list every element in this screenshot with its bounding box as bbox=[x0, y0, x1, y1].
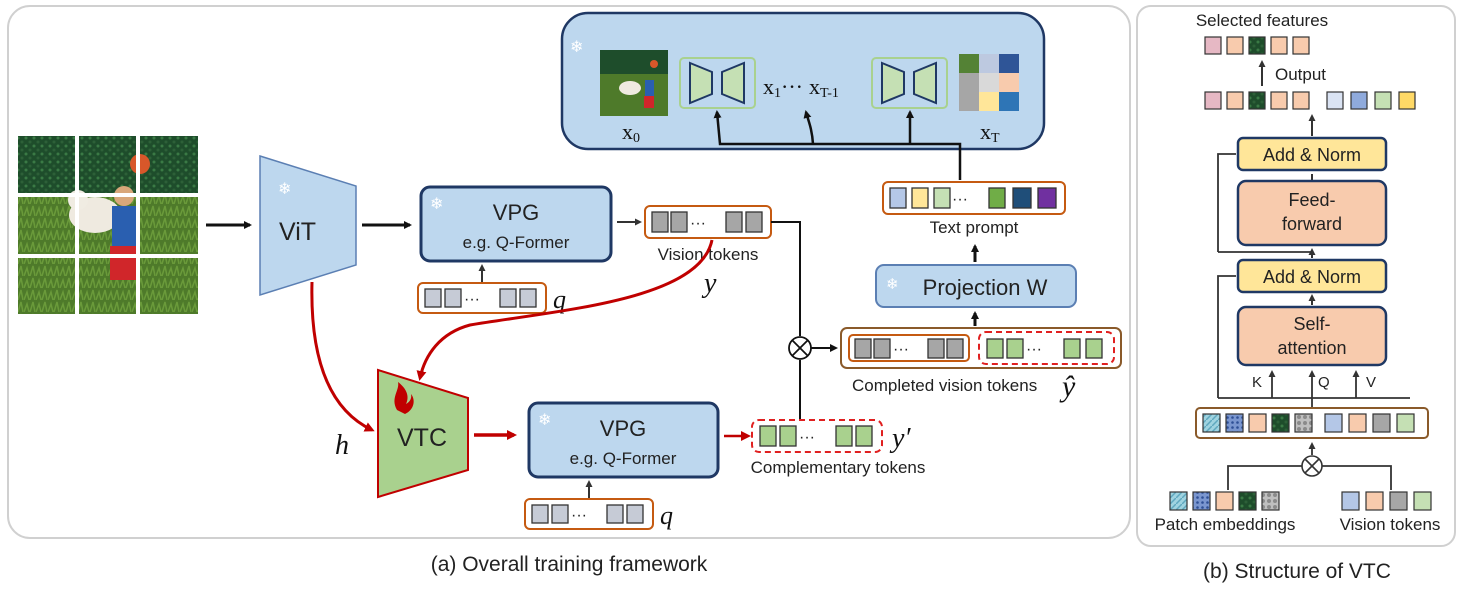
ellipsis: ··· bbox=[464, 291, 480, 308]
patch-embeddings-label: Patch embeddings bbox=[1155, 515, 1296, 534]
self-attention-line2: attention bbox=[1277, 338, 1346, 358]
output-tokens bbox=[1204, 91, 1416, 110]
vit-block: ❄ ViT bbox=[259, 154, 357, 297]
complementary-tokens: ··· bbox=[751, 419, 883, 453]
q-label: Q bbox=[1318, 374, 1330, 391]
vtc-block: VTC bbox=[377, 368, 469, 499]
self-attention-line1: Self- bbox=[1293, 314, 1330, 334]
arrow-text-prompt-to-denoiser-1 bbox=[713, 110, 962, 180]
x0-image bbox=[600, 50, 668, 116]
ellipsis: ··· bbox=[952, 191, 968, 208]
xT-label: xT bbox=[980, 119, 1000, 146]
text-prompt-label: Text prompt bbox=[930, 218, 1019, 237]
vpg-top-title: VPG bbox=[493, 200, 539, 225]
denoiser-2 bbox=[871, 57, 948, 109]
add-norm-top: Add & Norm bbox=[1236, 136, 1388, 172]
query-tokens-bottom: ··· bbox=[524, 498, 654, 530]
query-symbol-top: q bbox=[553, 285, 566, 314]
red-arrow-vit-to-vtc bbox=[310, 281, 375, 432]
selected-features-label: Selected features bbox=[1196, 11, 1328, 30]
diffusion-model-box: ❄ x0 x1···xT-1 bbox=[560, 11, 1046, 180]
ellipsis: ··· bbox=[690, 215, 706, 232]
caption-panel-b: (b) Structure of VTC bbox=[1203, 560, 1391, 583]
ellipsis: ··· bbox=[799, 429, 815, 446]
line-vision-to-concat bbox=[1322, 465, 1392, 490]
ellipsis: ··· bbox=[571, 507, 587, 524]
vision-tokens-top: ··· bbox=[644, 205, 772, 239]
query-symbol-bottom: q bbox=[660, 501, 673, 530]
line-vision-tokens-to-concat bbox=[771, 221, 801, 336]
x1-label: x1···xT-1 bbox=[763, 74, 839, 101]
snowflake-icon: ❄ bbox=[886, 276, 899, 293]
k-label: K bbox=[1252, 374, 1262, 391]
y-hat-symbol: ŷ bbox=[1059, 370, 1076, 403]
residual-line-2 bbox=[1217, 153, 1236, 252]
y-prime-symbol: y′ bbox=[889, 423, 911, 454]
vtc-label: VTC bbox=[397, 424, 447, 452]
input-image bbox=[18, 136, 198, 314]
y-symbol: y bbox=[701, 268, 717, 299]
panel-a-frame bbox=[7, 5, 1131, 539]
snowflake-icon: ❄ bbox=[570, 39, 583, 56]
self-attention-block: Self- attention bbox=[1236, 305, 1388, 367]
h-symbol: h bbox=[335, 430, 349, 461]
add-norm-top-label: Add & Norm bbox=[1263, 145, 1361, 165]
vision-tokens-label: Vision tokens bbox=[658, 245, 759, 264]
vision-token-inputs bbox=[1341, 491, 1432, 511]
vision-tokens-b-label: Vision tokens bbox=[1340, 515, 1441, 534]
add-norm-bottom-label: Add & Norm bbox=[1263, 267, 1361, 287]
snowflake-icon: ❄ bbox=[278, 181, 291, 198]
denoiser-1 bbox=[679, 57, 756, 109]
output-label: Output bbox=[1275, 65, 1326, 84]
query-tokens-top: ··· bbox=[417, 282, 547, 314]
patch-embedding-tokens bbox=[1169, 491, 1280, 511]
arrow-condition-middle bbox=[803, 110, 815, 145]
ellipsis: ··· bbox=[893, 341, 909, 358]
red-arrow-vision-tokens-to-vtc bbox=[416, 239, 714, 381]
snowflake-icon: ❄ bbox=[430, 196, 443, 213]
text-prompt-tokens: ··· bbox=[882, 181, 1066, 215]
vtc-input-tokens bbox=[1195, 407, 1429, 439]
concat-symbol bbox=[788, 336, 812, 360]
projection-block: ❄ Projection W bbox=[875, 264, 1077, 308]
feed-forward-block: Feed- forward bbox=[1236, 179, 1388, 247]
vpg-bottom-block: ❄ VPG e.g. Q-Former bbox=[527, 401, 720, 479]
projection-label: Projection W bbox=[923, 275, 1048, 300]
feed-forward-line1: Feed- bbox=[1288, 190, 1335, 210]
completed-vision-tokens-label: Completed vision tokens bbox=[852, 376, 1037, 395]
ellipsis: ··· bbox=[1026, 341, 1042, 358]
x0-label: x0 bbox=[622, 119, 640, 146]
concat-symbol-b bbox=[1301, 455, 1323, 477]
fire-icon bbox=[394, 382, 414, 414]
xT-noise-grid bbox=[959, 54, 1019, 111]
residual-line-1 bbox=[1217, 275, 1236, 398]
vpg-bottom-title: VPG bbox=[600, 416, 646, 441]
add-norm-bottom: Add & Norm bbox=[1236, 258, 1388, 294]
panel-b-frame bbox=[1136, 5, 1456, 547]
v-label: V bbox=[1366, 374, 1376, 391]
line-patch-to-concat bbox=[1227, 465, 1302, 490]
vpg-top-subtitle: e.g. Q-Former bbox=[458, 233, 574, 252]
caption-panel-a: (a) Overall training framework bbox=[431, 553, 708, 576]
complementary-label: Complementary tokens bbox=[751, 458, 926, 477]
selected-features-tokens bbox=[1204, 36, 1310, 55]
vit-label: ViT bbox=[279, 218, 316, 246]
vpg-bottom-subtitle: e.g. Q-Former bbox=[565, 449, 681, 468]
snowflake-icon: ❄ bbox=[538, 412, 551, 429]
vpg-top-block: ❄ VPG e.g. Q-Former bbox=[419, 185, 613, 263]
completed-vision-tokens: ··· ··· bbox=[840, 327, 1122, 369]
feed-forward-line2: forward bbox=[1282, 214, 1342, 234]
